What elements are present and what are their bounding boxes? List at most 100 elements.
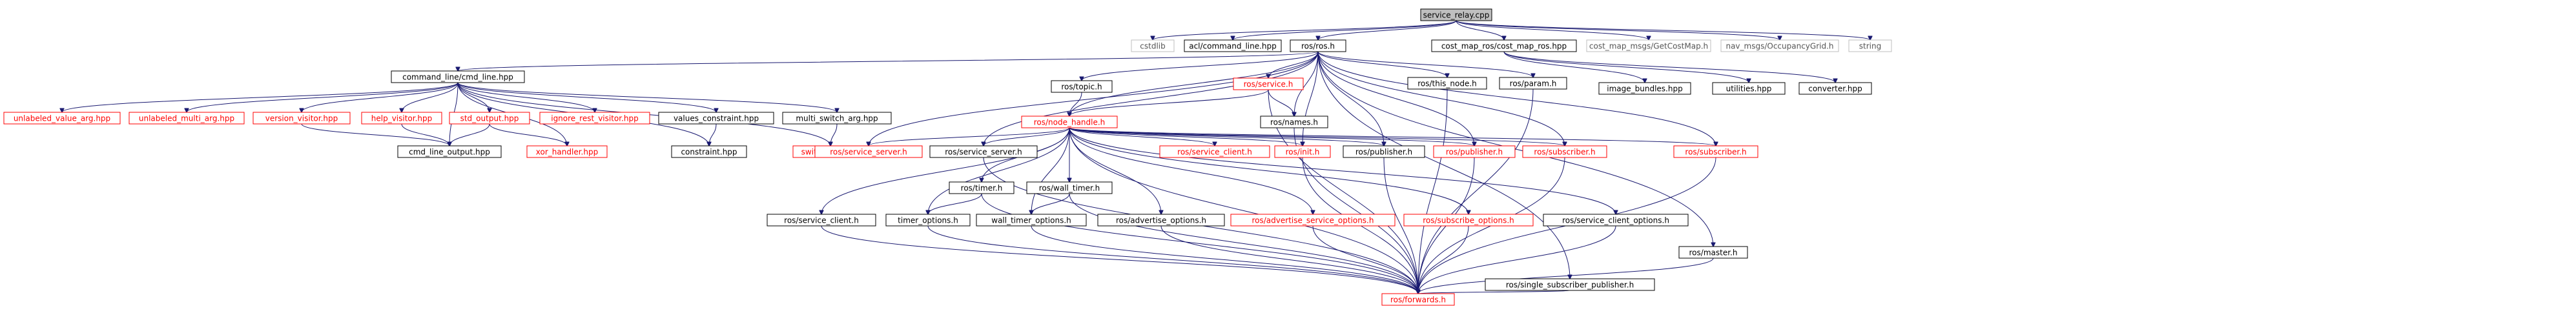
- edge-cmd-line-to-unlabeled-value-arg: [62, 82, 459, 112]
- edge-ros-node-handle-to-ros-forwards: [1069, 127, 1418, 294]
- node-box: [1431, 39, 1577, 52]
- node-wall-timer-options[interactable]: wall_timer_options.h: [976, 214, 1087, 227]
- node-box: [1720, 39, 1839, 52]
- node-ros-subscribe-options[interactable]: ros/subscribe_options.h: [1403, 214, 1534, 227]
- node-box: [1290, 39, 1346, 52]
- node-cstdlib[interactable]: cstdlib: [1131, 39, 1175, 52]
- node-label: acl/command_line.hpp: [1189, 42, 1277, 51]
- edge-timer-options-to-ros-forwards: [927, 225, 1418, 294]
- node-ros-service-server[interactable]: ros/service_server.h: [929, 145, 1038, 158]
- edge-ros-ros-h-to-ros-service: [1268, 51, 1319, 78]
- node-box: [885, 214, 971, 227]
- node-service-relay-cpp[interactable]: service_relay.cpp: [1420, 8, 1492, 21]
- node-ros-timer[interactable]: ros/timer.h: [949, 181, 1015, 194]
- node-converter[interactable]: converter.hpp: [1798, 82, 1872, 95]
- node-ros-wall-timer[interactable]: ros/wall_timer.h: [1026, 181, 1113, 194]
- node-label: xor_handler.hpp: [536, 148, 598, 157]
- node-label: ros/ros.h: [1301, 42, 1335, 51]
- node-label: ros/timer.h: [961, 184, 1003, 193]
- node-label: ros/subscribe_options.h: [1423, 216, 1514, 225]
- node-box: [814, 145, 923, 158]
- node-label: version_visitor.hpp: [265, 114, 338, 123]
- node-label: ros/topic.h: [1061, 83, 1102, 92]
- node-box: [1260, 116, 1328, 128]
- node-cmd-line[interactable]: command_line/cmd_line.hpp: [391, 70, 525, 83]
- node-ros-node-handle[interactable]: ros/node_handle.h: [1021, 116, 1118, 128]
- node-ros-service-server-red[interactable]: ros/service_server.h: [814, 145, 923, 158]
- node-cost-map-ros[interactable]: cost_map_ros/cost_map_ros.hpp: [1431, 39, 1577, 52]
- node-box: [1485, 278, 1655, 291]
- node-version-visitor[interactable]: version_visitor.hpp: [252, 112, 351, 125]
- node-ros-service-client-red[interactable]: ros/service_client.h: [1159, 145, 1270, 158]
- node-label: ros/init.h: [1286, 148, 1320, 157]
- edge-std-output-to-xor-handler: [489, 123, 567, 146]
- node-xor-handler[interactable]: xor_handler.hpp: [526, 145, 608, 158]
- edge-ros-ros-h-to-ros-node-handle: [1069, 51, 1319, 116]
- node-acl-command-line[interactable]: acl/command_line.hpp: [1184, 39, 1282, 52]
- edge-ros-ros-h-to-ros-publisher-red: [1317, 51, 1474, 146]
- node-box: [976, 214, 1087, 227]
- edge-service-relay-cpp-to-get-cost-map: [1456, 20, 1649, 40]
- edge-ros-timer-to-timer-options: [928, 193, 982, 214]
- node-label: ros/names.h: [1270, 118, 1318, 127]
- node-ros-this-node[interactable]: ros/this_node.h: [1407, 77, 1487, 90]
- edge-ros-advertise-options-to-ros-forwards: [1160, 225, 1418, 294]
- node-ros-single-subscriber-publisher[interactable]: ros/single_subscriber_publisher.h: [1485, 278, 1655, 291]
- node-ros-master[interactable]: ros/master.h: [1678, 246, 1748, 259]
- edge-ros-node-handle-to-ros-service-server: [984, 127, 1070, 146]
- edge-ros-ros-h-to-ros-publisher: [1317, 51, 1384, 146]
- node-ros-advertise-service-options[interactable]: ros/advertise_service_options.h: [1230, 214, 1396, 227]
- node-multi-switch-arg[interactable]: multi_switch_arg.hpp: [782, 112, 892, 125]
- node-std-output[interactable]: std_output.hpp: [449, 112, 530, 125]
- edge-std-output-to-cmd-line-output: [449, 123, 490, 146]
- node-label: ros/master.h: [1689, 248, 1738, 257]
- node-timer-options[interactable]: timer_options.h: [885, 214, 971, 227]
- edge-ros-subscribe-options-to-ros-forwards: [1418, 225, 1469, 294]
- node-ros-publisher[interactable]: ros/publisher.h: [1343, 145, 1425, 158]
- node-ros-ros-h[interactable]: ros/ros.h: [1290, 39, 1346, 52]
- node-ros-subscriber-red2[interactable]: ros/subscriber.h: [1673, 145, 1758, 158]
- node-label: unlabeled_multi_arg.hpp: [139, 114, 234, 123]
- edge-multi-switch-arg-to-switch-arg: [830, 123, 838, 146]
- edge-ros-node-handle-to-ros-publisher-red: [1069, 127, 1474, 146]
- node-string[interactable]: string: [1848, 39, 1892, 52]
- node-ros-publisher-red[interactable]: ros/publisher.h: [1433, 145, 1516, 158]
- node-utilities[interactable]: utilities.hpp: [1712, 82, 1786, 95]
- node-ros-advertise-options[interactable]: ros/advertise_options.h: [1097, 214, 1225, 227]
- node-unlabeled-multi-arg[interactable]: unlabeled_multi_arg.hpp: [129, 112, 245, 125]
- edge-ros-node-handle-to-timer-options: [928, 127, 1070, 214]
- node-label: ros/service_client.h: [784, 216, 859, 225]
- node-occupancy-grid[interactable]: nav_msgs/OccupancyGrid.h: [1720, 39, 1839, 52]
- node-ros-service-client[interactable]: ros/service_client.h: [767, 214, 876, 227]
- node-box: [1499, 77, 1567, 90]
- node-box: [1051, 80, 1113, 93]
- node-help-visitor[interactable]: help_visitor.hpp: [361, 112, 442, 125]
- node-image-bundles[interactable]: image_bundles.hpp: [1598, 82, 1691, 95]
- node-ros-topic[interactable]: ros/topic.h: [1051, 80, 1113, 93]
- node-ros-service[interactable]: ros/service.h: [1233, 77, 1304, 90]
- node-label: string: [1859, 42, 1881, 51]
- node-values-constraint[interactable]: values_constraint.hpp: [658, 112, 774, 125]
- node-label: ros/param.h: [1510, 79, 1557, 88]
- node-box: [1131, 39, 1175, 52]
- node-label: converter.hpp: [1808, 85, 1862, 94]
- edge-cost-map-ros-to-utilities: [1503, 51, 1749, 83]
- edge-help-visitor-to-cmd-line-output: [401, 123, 449, 146]
- node-ros-forwards[interactable]: ros/forwards.h: [1381, 293, 1455, 306]
- node-label: help_visitor.hpp: [371, 114, 433, 123]
- node-ros-names[interactable]: ros/names.h: [1260, 116, 1328, 128]
- node-get-cost-map[interactable]: cost_map_msgs/GetCostMap.h: [1586, 39, 1711, 52]
- node-ignore-rest-visitor[interactable]: ignore_rest_visitor.hpp: [539, 112, 650, 125]
- edge-ros-advertise-service-options-to-ros-forwards: [1312, 225, 1418, 294]
- node-ros-service-client-options[interactable]: ros/service_client_options.h: [1543, 214, 1689, 227]
- node-label: ros/node_handle.h: [1034, 118, 1106, 127]
- edge-wall-timer-options-to-ros-forwards: [1031, 225, 1418, 294]
- edge-ros-node-handle-to-ros-service-client: [821, 127, 1070, 214]
- node-ros-param[interactable]: ros/param.h: [1499, 77, 1567, 90]
- node-unlabeled-value-arg[interactable]: unlabeled_value_arg.hpp: [3, 112, 121, 125]
- node-ros-subscriber-red[interactable]: ros/subscriber.h: [1522, 145, 1607, 158]
- node-constraint[interactable]: constraint.hpp: [671, 145, 747, 158]
- node-ros-init[interactable]: ros/init.h: [1274, 145, 1331, 158]
- node-cmd-line-output[interactable]: cmd_line_output.hpp: [397, 145, 502, 158]
